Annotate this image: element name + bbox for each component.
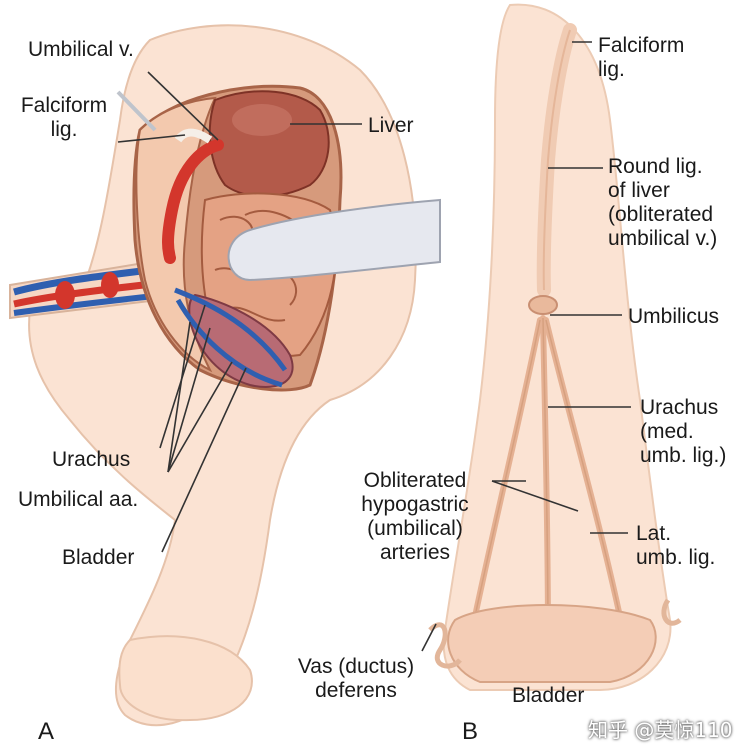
- label-liver: Liver: [368, 114, 414, 137]
- label-lat-line1: Lat.: [636, 522, 672, 545]
- label-umbilicus: Umbilicus: [628, 305, 720, 328]
- umbilicus: [528, 295, 558, 315]
- infant-foot: [118, 635, 253, 722]
- label-falciform-b: Falciform lig.: [598, 34, 684, 82]
- label-obliterated-line3: (umbilical): [367, 517, 463, 540]
- label-urachus-b-line1: Urachus: [640, 396, 719, 419]
- label-vas-line1: Vas (ductus): [297, 655, 415, 678]
- label-falciform-a: Falciform lig.: [0, 94, 128, 142]
- label-urachus-b-line3: umb. lig.): [640, 444, 727, 467]
- label-vas-deferens: Vas (ductus) deferens: [280, 655, 432, 703]
- label-urachus-b: Urachus (med. umb. lig.): [640, 396, 726, 468]
- label-bladder-b: Bladder: [512, 684, 585, 707]
- label-obliterated-line4: arteries: [379, 541, 451, 564]
- label-urachus-a: Urachus: [52, 448, 131, 471]
- panel-b-figure: [428, 3, 682, 691]
- label-urachus-b-line2: (med.: [640, 420, 694, 443]
- anterior-abdominal-wall: [442, 3, 672, 691]
- umbilical-cord: [9, 260, 160, 320]
- label-umbilical-arteries: Umbilical aa.: [18, 488, 139, 511]
- label-lat-line2: umb. lig.: [636, 546, 716, 569]
- label-falciform-b-line1: Falciform: [598, 34, 685, 57]
- label-bladder-a: Bladder: [62, 546, 135, 569]
- label-lateral-umbilical-ligament: Lat. umb. lig.: [636, 522, 715, 570]
- label-round-ligament-line3: (obliterated: [608, 203, 714, 226]
- panel-a-figure: [9, 24, 441, 727]
- vas-deferens-left: [428, 622, 462, 669]
- bladder-b: [447, 604, 657, 683]
- label-falciform-b-line2: lig.: [598, 58, 625, 81]
- label-falciform-a-line1: Falciform: [20, 94, 108, 117]
- label-round-ligament-line4: umbilical v.): [608, 227, 718, 250]
- umbilical-vein: [162, 139, 224, 264]
- label-falciform-a-line2: lig.: [50, 118, 78, 141]
- label-round-ligament-line2: of liver: [608, 179, 670, 202]
- watermark: 知乎 @莫惊110: [588, 718, 733, 742]
- vas-deferens-right: [661, 598, 682, 626]
- label-round-ligament-line1: Round lig.: [608, 155, 703, 178]
- label-vas-line2: deferens: [315, 679, 397, 702]
- label-umbilical-vein: Umbilical v.: [28, 38, 134, 61]
- label-obliterated-line2: hypogastric: [361, 493, 469, 516]
- panel-letter-a: A: [38, 718, 55, 745]
- umbilical-arteries: [174, 287, 288, 388]
- label-obliterated-arteries: Obliterated hypogastric (umbilical) arte…: [340, 469, 490, 565]
- leader-lines: [117, 41, 631, 652]
- panel-letter-b: B: [462, 718, 479, 745]
- retractor: [227, 198, 441, 282]
- label-round-ligament: Round lig. of liver (obliterated umbilic…: [608, 155, 717, 251]
- label-obliterated-line1: Obliterated: [363, 469, 467, 492]
